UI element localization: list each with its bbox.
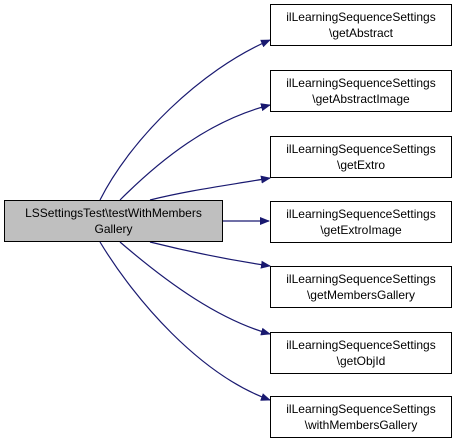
target-node-line1: ilLearningSequenceSettings [286, 76, 436, 90]
target-node-getextroimage[interactable]: ilLearningSequenceSettings \getExtroImag… [270, 201, 452, 243]
target-node-getextro[interactable]: ilLearningSequenceSettings \getExtro [270, 136, 452, 178]
target-node-line2: \getExtro [336, 158, 386, 172]
source-node-line2: Gallery [94, 222, 133, 236]
edge-to-getmembersgallery [149, 241, 271, 269]
target-node-line1: ilLearningSequenceSettings [286, 402, 436, 416]
edge-to-withmembersgallery [99, 241, 271, 401]
target-node-line2: \getMembersGallery [306, 288, 416, 302]
target-node-getabstractimage[interactable]: ilLearningSequenceSettings \getAbstractI… [270, 70, 452, 112]
edge-to-getobjid [119, 241, 271, 336]
edge-to-getabstractimage [119, 103, 271, 201]
target-node-getobjid[interactable]: ilLearningSequenceSettings \getObjId [270, 332, 452, 374]
target-node-line1: ilLearningSequenceSettings [286, 142, 436, 156]
target-node-line2: \getAbstract [328, 26, 394, 40]
target-node-line2: \getExtroImage [320, 223, 402, 237]
target-node-line2: \getAbstractImage [312, 92, 410, 106]
target-node-line1: ilLearningSequenceSettings [286, 10, 436, 24]
edge-to-getabstract [99, 39, 271, 201]
target-node-line2: \getObjId [336, 354, 386, 368]
edge-to-getextro [149, 175, 271, 201]
target-node-line1: ilLearningSequenceSettings [286, 207, 436, 221]
target-node-getmembersgallery[interactable]: ilLearningSequenceSettings \getMembersGa… [270, 266, 452, 308]
target-node-withmembersgallery[interactable]: ilLearningSequenceSettings \withMembersG… [270, 396, 452, 438]
target-node-line1: ilLearningSequenceSettings [286, 338, 436, 352]
source-node-line1: LSSettingsTest\testWithMembers [25, 206, 202, 220]
target-node-line2: \withMembersGallery [304, 418, 418, 432]
target-node-getabstract[interactable]: ilLearningSequenceSettings \getAbstract [270, 4, 452, 46]
source-node-lssettingstest-testwithmembersgallery[interactable]: LSSettingsTest\testWithMembers Gallery [4, 200, 223, 242]
target-node-line1: ilLearningSequenceSettings [286, 272, 436, 286]
